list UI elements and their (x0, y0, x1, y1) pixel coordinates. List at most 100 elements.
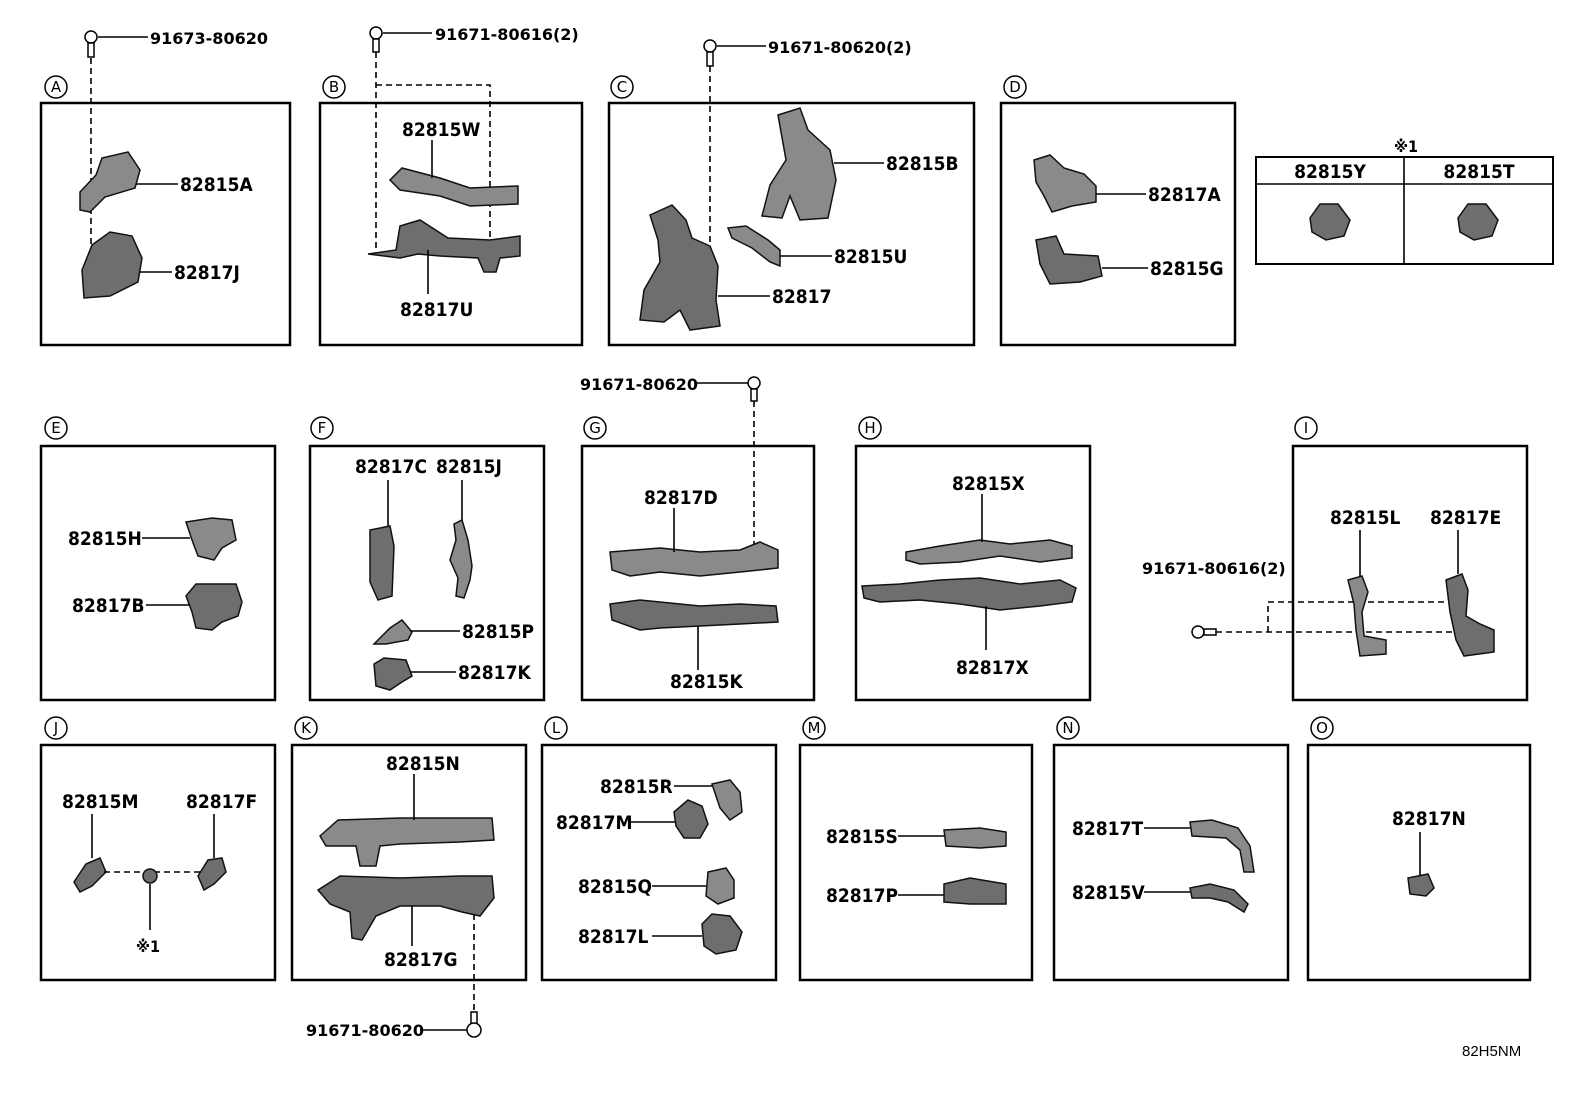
section-n-marker (1056, 716, 1080, 740)
part-82817x-shape (861, 577, 1077, 611)
part-label: 82815M (62, 791, 138, 813)
section-a: A 91673-80620 82815A 82817J (39, 29, 292, 347)
part-label: 82815L (1330, 507, 1400, 529)
diagram-code: 82H5NM (1462, 1043, 1521, 1060)
part-label: 82815Q (578, 876, 652, 898)
part-82815s-shape (943, 827, 1007, 849)
part-label: 82815V (1072, 882, 1145, 904)
note-table-col-2: 82815T (1443, 161, 1514, 183)
section-a-box (39, 101, 292, 347)
part-82817l-shape (701, 913, 743, 955)
part-82815g-shape (1035, 235, 1103, 285)
part-82817a-shape (1033, 154, 1097, 213)
part-82815n-shape (319, 817, 495, 867)
section-c-box (607, 101, 976, 347)
part-82815x-shape (905, 539, 1073, 565)
note-table: ※1 82815Y 82815T (1255, 137, 1554, 265)
section-g-letter: G (589, 419, 601, 437)
part-label: 82815P (462, 621, 534, 643)
bolt-label-b: 91671-80616(2) (435, 25, 579, 44)
bolt-label-a: 91673-80620 (150, 29, 268, 48)
part-82817t-shape (1189, 819, 1255, 873)
section-f: F 82817C 82815J 82815P 82817K (308, 416, 546, 702)
section-m-marker (802, 716, 826, 740)
section-o-letter: O (1316, 719, 1328, 737)
part-82815h-shape (185, 517, 237, 561)
section-e-letter: E (51, 419, 60, 437)
part-82817n-shape (1407, 873, 1435, 897)
part-label: 82817D (644, 487, 718, 509)
part-82815r-shape (711, 779, 743, 821)
part-label: 82815N (386, 753, 460, 775)
part-82817e-shape (1445, 573, 1495, 657)
part-82815b-shape (761, 107, 837, 221)
part-label: 82817T (1072, 818, 1143, 840)
part-label: 82817J (174, 262, 240, 284)
section-d: D 82817A 82815G (999, 75, 1237, 347)
bolt-label-k: 91671-80620 (306, 1021, 424, 1040)
part-label: 82817G (384, 949, 458, 971)
section-j-letter: J (53, 719, 58, 737)
section-c: C 91671-80620(2) 82815B 82815U 82817 (607, 38, 976, 347)
part-label: 82815W (402, 119, 480, 141)
part-82817d-shape (609, 541, 779, 577)
part-82817k-shape (373, 657, 413, 691)
section-d-letter: D (1009, 78, 1021, 96)
section-e-box (39, 444, 277, 702)
section-h: H 82815X 82817X (854, 416, 1092, 702)
section-j-marker (44, 716, 68, 740)
section-g-box (580, 444, 816, 702)
section-g-marker (583, 416, 607, 440)
part-82817g-shape (316, 875, 495, 941)
part-label: 82817F (186, 791, 257, 813)
part-label: 82815G (1150, 258, 1224, 280)
part-label: 82815A (180, 174, 253, 196)
section-f-marker (310, 416, 334, 440)
section-h-letter: H (864, 419, 875, 437)
part-82815k-shape (609, 599, 779, 631)
section-h-box (854, 444, 1092, 702)
section-g: G 91671-80620 82817D 82815K (580, 375, 816, 702)
part-82815t-shape (1457, 203, 1499, 241)
section-k-box (290, 743, 528, 982)
part-label: 82817M (556, 812, 632, 834)
section-l-letter: L (552, 719, 561, 737)
section-l: L 82815R 82817M 82815Q 82817L (540, 716, 778, 982)
part-82817p-shape (943, 877, 1007, 905)
section-l-marker (544, 716, 568, 740)
part-82817u-shape (367, 219, 521, 273)
part-label: 82815R (600, 776, 673, 798)
section-m-letter: M (808, 719, 821, 737)
part-82817m-shape (673, 799, 709, 839)
part-label: 82817 (772, 286, 831, 308)
section-o-marker (1310, 716, 1334, 740)
part-82815v-shape (1189, 883, 1249, 914)
part-82815j-shape (449, 518, 473, 599)
section-m: M 82815S 82817P (798, 716, 1034, 982)
part-82815p-shape (372, 619, 413, 645)
section-b-box (318, 101, 584, 347)
section-f-letter: F (318, 419, 327, 437)
part-label: 82817U (400, 299, 473, 321)
section-a-marker (44, 75, 68, 99)
bolt-label-g: 91671-80620 (580, 375, 698, 394)
section-n-box (1052, 743, 1290, 982)
part-82817-shape (639, 204, 721, 331)
section-i-letter: I (1304, 419, 1308, 437)
part-label: 82817A (1148, 184, 1221, 206)
section-c-letter: C (617, 78, 627, 96)
note-mark-j: ※1 (136, 937, 160, 956)
note-table-col-1: 82815Y (1294, 161, 1366, 183)
section-h-marker (858, 416, 882, 440)
section-a-letter: A (51, 78, 62, 96)
part-82815y-shape (1309, 203, 1351, 241)
bolt-icon (84, 30, 98, 58)
part-label: 82817N (1392, 808, 1466, 830)
section-n-letter: N (1062, 719, 1073, 737)
bolt-label-c: 91671-80620(2) (768, 38, 912, 57)
part-82815l-shape (1347, 575, 1387, 657)
part-label: 82817P (826, 885, 898, 907)
section-b: B 91671-80616(2) 82815W 82817U (318, 25, 584, 347)
part-82815a-shape (79, 151, 141, 213)
